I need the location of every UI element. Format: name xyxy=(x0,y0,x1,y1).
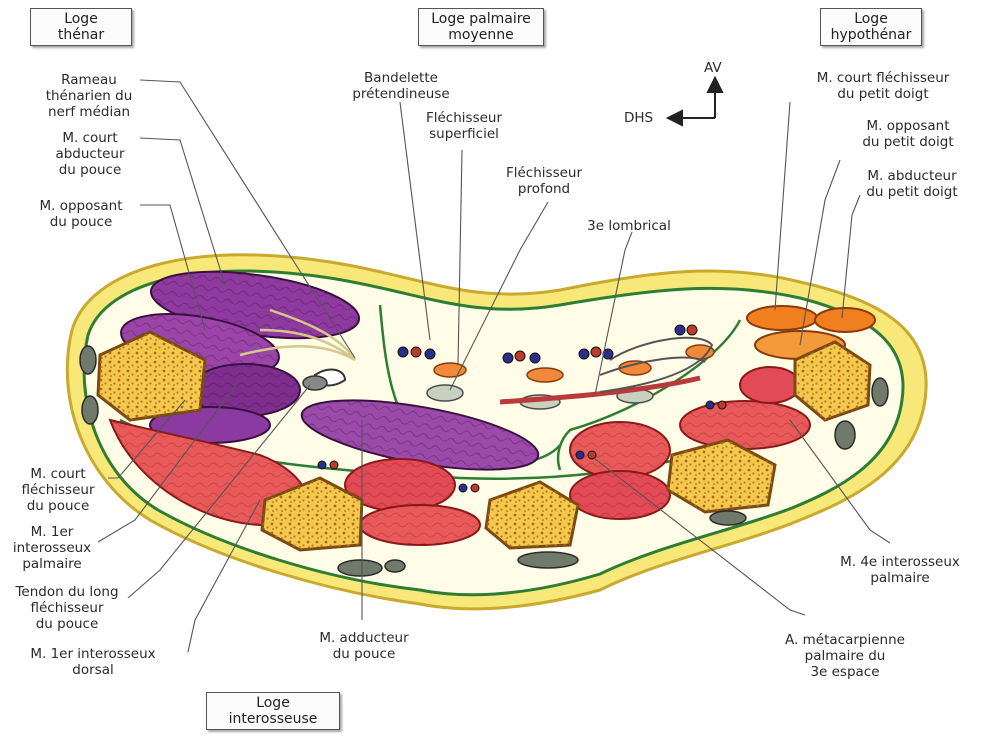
compartment-thenar: Loge thénar xyxy=(30,8,132,46)
abducteur-petit-doigt-muscle xyxy=(815,308,875,332)
label-opposant-petit-doigt: M. opposant du petit doigt xyxy=(848,118,968,150)
label-interosseux-palmaire-1: M. 1er interosseux palmaire xyxy=(4,524,100,572)
orientation-av: AV xyxy=(704,60,722,76)
compartment-hypothenar: Loge hypothénar xyxy=(820,8,922,46)
label-opposant-pouce: M. opposant du pouce xyxy=(22,198,140,230)
label-interosseux-dorsal-1: M. 1er interosseux dorsal xyxy=(0,646,186,678)
compartment-palmaire-moyenne: Loge palmaire moyenne xyxy=(418,8,544,46)
label-flechisseur-profond: Fléchisseur profond xyxy=(496,165,592,197)
label-lombrical-3: 3e lombrical xyxy=(574,218,684,234)
label-court-flechisseur-petit-doigt: M. court fléchisseur du petit doigt xyxy=(790,70,976,102)
label-abducteur-petit-doigt: M. abducteur du petit doigt xyxy=(848,168,976,200)
label-court-abducteur: M. court abducteur du pouce xyxy=(40,130,140,178)
label-interosseux-palmaire-4: M. 4e interosseux palmaire xyxy=(818,554,982,586)
tendon-long-flechisseur xyxy=(303,376,327,390)
label-bandelette: Bandelette prétendineuse xyxy=(346,70,456,102)
label-flechisseur-superficiel: Fléchisseur superficiel xyxy=(416,110,512,142)
label-adducteur-pouce: M. adducteur du pouce xyxy=(302,630,426,662)
orientation-arrows xyxy=(668,78,722,125)
orientation-dhs: DHS xyxy=(624,110,653,126)
label-rameau-thenarien: Rameau thénarien du nerf médian xyxy=(34,72,144,120)
label-court-flechisseur-pouce: M. court fléchisseur du pouce xyxy=(8,466,108,514)
label-tendon-long-flechisseur: Tendon du long fléchisseur du pouce xyxy=(0,584,134,632)
compartment-interosseuse: Loge interosseuse xyxy=(206,692,340,730)
label-artere-metacarpienne: A. métacarpienne palmaire du 3e espace xyxy=(760,632,930,680)
